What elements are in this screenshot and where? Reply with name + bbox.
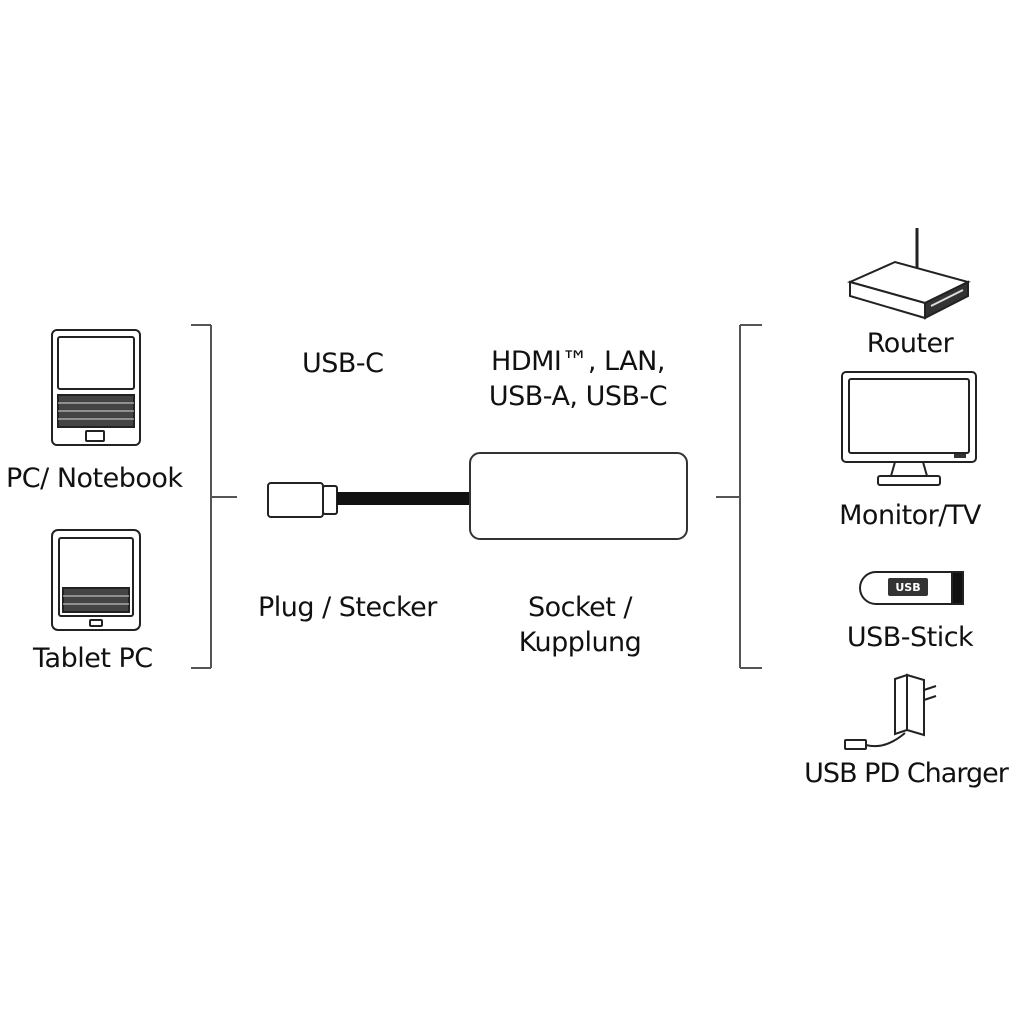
router-icon xyxy=(847,228,971,320)
charger-label: USB PD Charger xyxy=(804,758,1009,789)
usb-stick-marking: USB xyxy=(895,581,920,594)
socket-label-line1: Socket / xyxy=(527,592,633,623)
usb-stick-label: USB-Stick xyxy=(846,622,974,653)
plug-label: Plug / Stecker xyxy=(258,592,437,623)
usb-stick-icon xyxy=(859,571,964,605)
notebook-label: PC/ Notebook xyxy=(6,463,183,494)
usb-c-plug-graphic xyxy=(267,482,338,518)
charger-icon xyxy=(844,673,937,750)
socket-label: Socket / Kupplung xyxy=(490,590,670,660)
left-bracket xyxy=(191,324,237,669)
socket-types-line1: HDMI™, LAN, xyxy=(491,346,665,377)
socket-types-line2: USB-A, USB-C xyxy=(488,381,668,413)
tablet-label: Tablet PC xyxy=(33,643,153,674)
right-bracket xyxy=(716,324,762,669)
notebook-icon xyxy=(51,329,141,446)
socket-types-label: HDMI™, LAN, USB-A, USB-C xyxy=(470,344,686,414)
adapter-cable xyxy=(337,492,473,505)
tablet-icon xyxy=(51,529,141,631)
plug-type-label: USB-C xyxy=(302,348,384,379)
adapter-hub-body xyxy=(469,452,688,540)
socket-label-line2: Kupplung xyxy=(518,627,642,659)
monitor-label: Monitor/TV xyxy=(839,500,981,531)
monitor-icon xyxy=(841,371,977,486)
router-label: Router xyxy=(866,328,954,359)
